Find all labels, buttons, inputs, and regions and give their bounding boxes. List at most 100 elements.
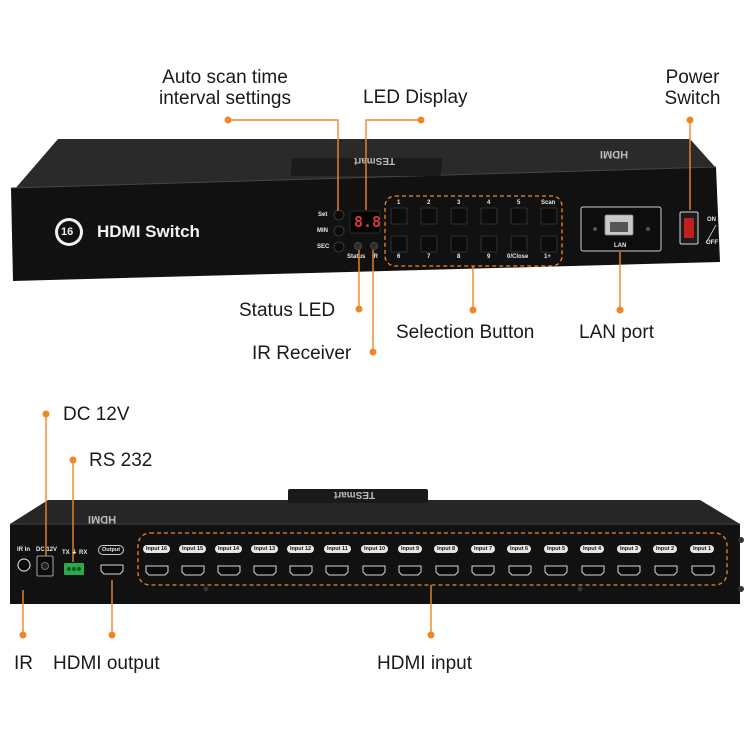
- sec-label: SEC: [317, 244, 330, 250]
- button-label-7: 7: [427, 254, 431, 260]
- input-label-16: Input 16: [143, 545, 171, 553]
- auto-scan-label: Auto scan time interval settings: [150, 67, 300, 109]
- output-label: Output: [98, 545, 125, 555]
- led-display: [349, 210, 381, 234]
- button-label-1: 1: [397, 200, 401, 206]
- hdmi-input-port-9[interactable]: [398, 565, 422, 576]
- select-button-1[interactable]: [390, 207, 408, 225]
- hdmi-input-port-15[interactable]: [181, 565, 205, 576]
- select-button-3[interactable]: [450, 207, 468, 225]
- button-label-plus: 1+: [544, 254, 551, 260]
- power-switch[interactable]: [684, 218, 694, 238]
- hdmi-input-port-14[interactable]: [217, 565, 241, 576]
- ir-label: IR: [372, 254, 378, 260]
- ir-receiver: [370, 242, 378, 250]
- hdmi-input-port-12[interactable]: [289, 565, 313, 576]
- button-label-2: 2: [427, 200, 431, 206]
- power-off-label: OFF: [706, 240, 718, 246]
- button-label-scan: Scan: [541, 200, 556, 206]
- power-switch-label: Power Switch: [655, 67, 730, 109]
- status-led: [354, 242, 362, 250]
- hdmi-input-port-8[interactable]: [435, 565, 459, 576]
- status-label: Status: [347, 254, 366, 260]
- hdmi-output-label: HDMI output: [53, 653, 160, 674]
- led-display-label: LED Display: [363, 87, 468, 108]
- hdmi-input-port-11[interactable]: [325, 565, 349, 576]
- ir-in-label: IR In: [17, 547, 30, 553]
- badge-number: 16: [61, 226, 74, 238]
- min-button[interactable]: [333, 225, 345, 237]
- set-label: Set: [318, 212, 328, 218]
- select-button-5[interactable]: [510, 207, 528, 225]
- input-label-14: Input 14: [215, 545, 243, 553]
- selection-button-outline: [384, 195, 563, 267]
- rear-top-brand-plate: [288, 489, 428, 503]
- input-label-5: Input 5: [544, 545, 569, 553]
- select-button-6[interactable]: [390, 235, 408, 253]
- hdmi-input-label: HDMI input: [377, 653, 473, 674]
- auto-scan-label-line2: interval settings: [158, 88, 291, 109]
- rs232-label: TX ⏚ RX: [62, 550, 88, 556]
- dc-label: DC 12V: [36, 547, 58, 553]
- auto-scan-dot: [224, 116, 232, 124]
- input-label-4: Input 4: [580, 545, 605, 553]
- led-display-value: 8.8: [354, 213, 382, 231]
- select-button-4[interactable]: [480, 207, 498, 225]
- hdmi-input-port-3[interactable]: [617, 565, 641, 576]
- button-label-5: 5: [517, 200, 521, 206]
- lan-port-dot: [616, 306, 624, 314]
- status-led-dot: [355, 305, 363, 313]
- status-led-label: Status LED: [239, 300, 336, 321]
- lan-label: LAN: [614, 243, 627, 249]
- selection-button-label: Selection Button: [396, 322, 535, 343]
- select-button-close[interactable]: [510, 235, 528, 253]
- ir-callout-label: IR: [14, 653, 33, 674]
- input-label-8: Input 8: [434, 545, 459, 553]
- select-button-7[interactable]: [420, 235, 438, 253]
- auto-scan-label-line1: Auto scan time: [162, 67, 288, 88]
- lan-port-label: LAN port: [579, 322, 654, 343]
- hdmi-input-port-13[interactable]: [253, 565, 277, 576]
- input-label-1: Input 1: [690, 545, 715, 553]
- button-label-9: 9: [487, 254, 491, 260]
- input-label-2: Input 2: [653, 545, 678, 553]
- ir-in-jack[interactable]: [17, 558, 31, 572]
- hdmi-input-port-7[interactable]: [471, 565, 495, 576]
- power-switch-label-line2: Switch: [664, 88, 721, 109]
- hdmi-input-port-5[interactable]: [544, 565, 568, 576]
- hdmi-input-port-2[interactable]: [654, 565, 678, 576]
- input-label-6: Input 6: [507, 545, 532, 553]
- select-button-scan[interactable]: [540, 207, 558, 225]
- hdmi-output-dot: [108, 631, 116, 639]
- device-title: HDMI Switch: [97, 222, 200, 241]
- hdmi-input-port-10[interactable]: [362, 565, 386, 576]
- dc-12v-dot: [42, 410, 50, 418]
- hdmi-input-port-4[interactable]: [581, 565, 605, 576]
- sec-button[interactable]: [333, 241, 345, 253]
- hdmi-input-port-16[interactable]: [145, 565, 169, 576]
- hdmi-input-port-1[interactable]: [691, 565, 715, 576]
- hdmi-input-port-6[interactable]: [508, 565, 532, 576]
- set-button[interactable]: [333, 209, 345, 221]
- rear-top-brand: TESmart: [334, 489, 376, 500]
- select-button-plus[interactable]: [540, 235, 558, 253]
- select-button-8[interactable]: [450, 235, 468, 253]
- ir-receiver-dot: [369, 348, 377, 356]
- button-label-4: 4: [487, 200, 491, 206]
- select-button-2[interactable]: [420, 207, 438, 225]
- button-label-3: 3: [457, 200, 461, 206]
- input-label-13: Input 13: [251, 545, 279, 553]
- ir-receiver-label: IR Receiver: [252, 343, 352, 364]
- input-label-12: Input 12: [287, 545, 315, 553]
- dc-12v-label: DC 12V: [63, 404, 130, 425]
- hdmi-output-port[interactable]: [100, 564, 124, 575]
- led-display-dot: [417, 116, 425, 124]
- select-button-9[interactable]: [480, 235, 498, 253]
- button-label-6: 6: [397, 254, 401, 260]
- hdmi-input-outline: [137, 532, 728, 586]
- input-label-9: Input 9: [398, 545, 423, 553]
- input-label-11: Input 11: [324, 545, 351, 553]
- rs232-dot: [69, 456, 77, 464]
- power-switch-label-line1: Power: [665, 67, 720, 88]
